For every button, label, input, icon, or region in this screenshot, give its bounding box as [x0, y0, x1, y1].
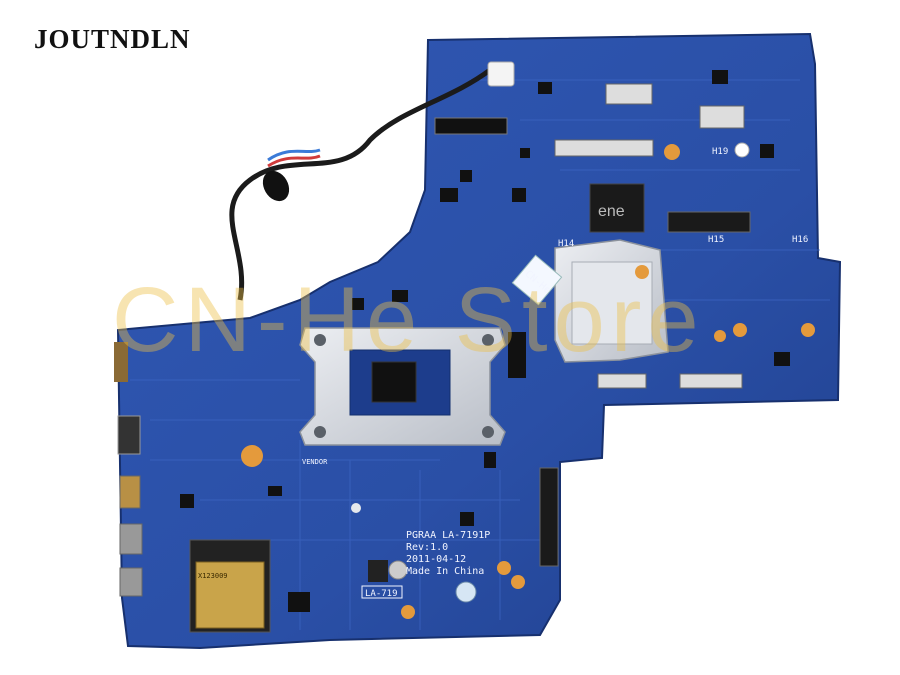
- cpu-heatsink-bracket: [299, 327, 506, 446]
- mounting-hole: [734, 142, 750, 158]
- store-watermark: CN-He Store: [112, 269, 705, 371]
- hole-label-h15: H15: [708, 235, 724, 245]
- smd-components: [180, 70, 790, 612]
- cable-connector: [487, 61, 515, 87]
- board-model: PGRAA LA-7191P: [406, 530, 490, 541]
- board-date: 2011-04-12: [406, 554, 466, 565]
- hole-label-h14: H14: [558, 239, 574, 249]
- mounting-pads: [241, 144, 815, 619]
- chip-brand: ene: [598, 203, 625, 220]
- brand-logo-text: JOUTNDLN: [34, 24, 191, 54]
- hole-label-h16: H16: [792, 235, 808, 245]
- cn-he-sticker: [511, 254, 563, 306]
- capacitors: [351, 503, 477, 603]
- ec-chip: ene: [589, 183, 645, 233]
- fan-cable-colored-wires: [267, 148, 321, 162]
- connectors: [189, 83, 751, 633]
- ferrite-bead: [262, 170, 290, 202]
- hole-label-h19: H19: [712, 147, 728, 157]
- card-slot-text: X123009: [198, 572, 228, 580]
- board-short-label: LA-719: [365, 589, 398, 599]
- circuit-traces: [130, 79, 830, 630]
- vendor-label: VENDOR: [302, 458, 328, 466]
- side-ports: [114, 342, 143, 597]
- fan-cable: [229, 67, 492, 301]
- board-origin: Made In China: [406, 566, 484, 577]
- board-rev: Rev:1.0: [406, 542, 448, 553]
